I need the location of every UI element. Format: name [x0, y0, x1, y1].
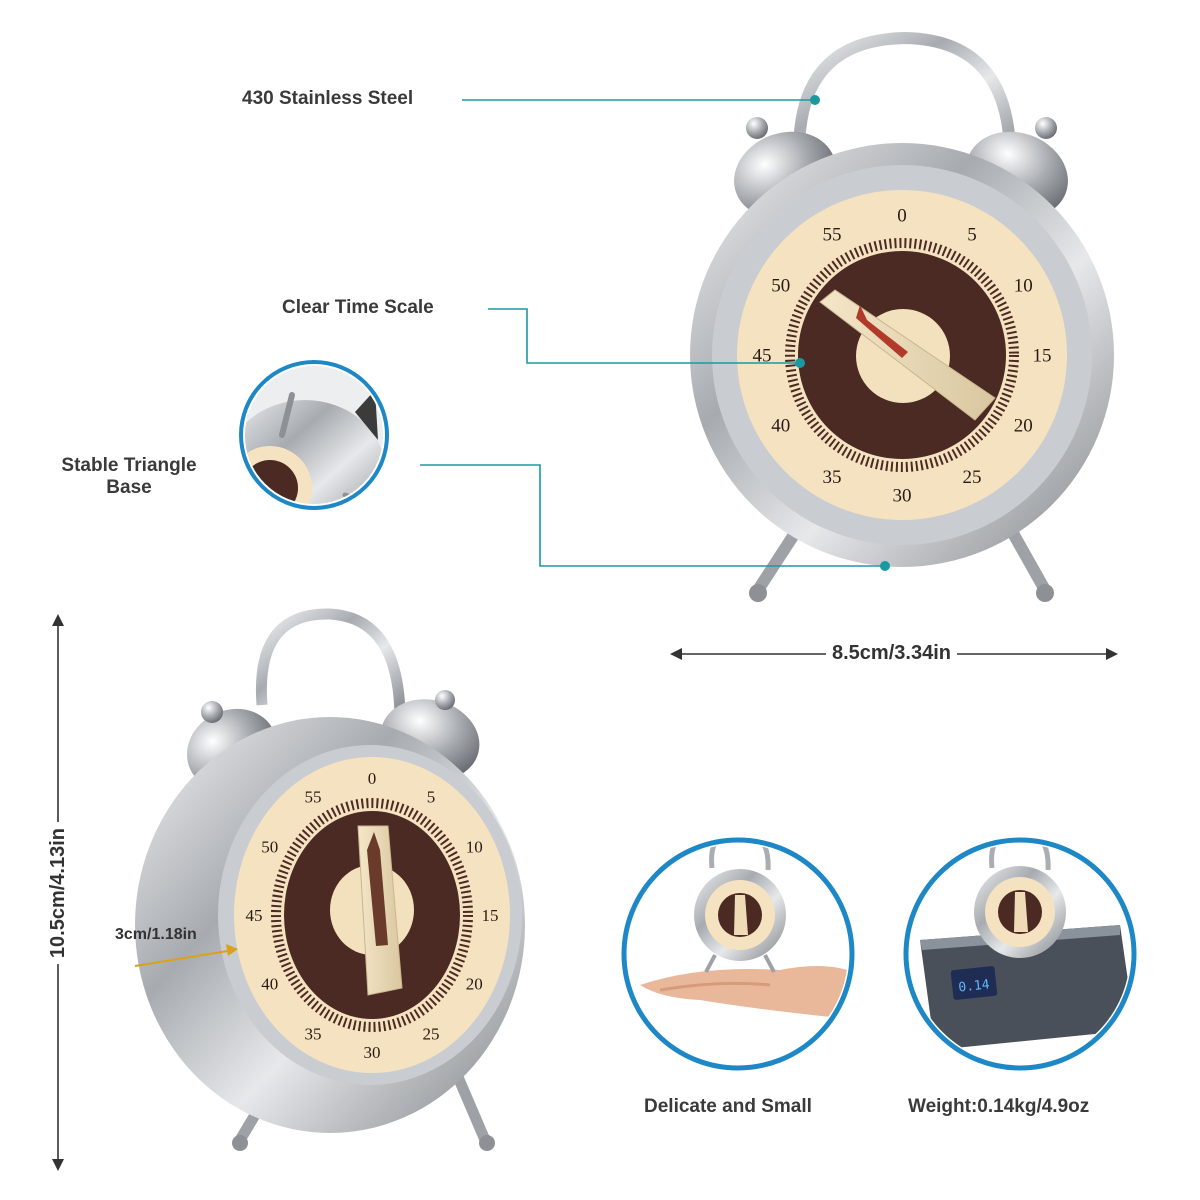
dial-number-large-10: 10: [1014, 276, 1033, 297]
dial-number-small-40: 40: [261, 975, 278, 994]
dial-number-large-55: 55: [823, 224, 842, 245]
bell-left-knob: [746, 117, 768, 139]
clock-side-view: 0 5 10 15 20 25 30 35 40 45 50 55: [135, 608, 525, 1151]
dial-number-small-50: 50: [261, 838, 278, 857]
dial-numbers-small: 0 5 10 15 20 25 30 35 40 45 50 55: [246, 769, 499, 1062]
timer-hand-tip: [856, 305, 908, 358]
dial-number-small-30: 30: [364, 1043, 381, 1062]
dial-number-large-45: 45: [753, 346, 772, 367]
dial-number-large-5: 5: [967, 224, 977, 245]
scale-display: 0.14: [958, 977, 991, 995]
feature-weight-thumbnail: 0.14: [903, 837, 1137, 1071]
dial-number-small-5: 5: [427, 787, 436, 806]
height-label: 10.5cm/4.13in: [47, 822, 70, 965]
dial-number-small-45: 45: [246, 906, 263, 925]
callout-line-scale: [488, 308, 800, 364]
callout-lines: [420, 95, 890, 571]
dial-number-small-15: 15: [482, 906, 499, 925]
dial-number-small-0: 0: [368, 769, 377, 788]
bell-right-knob: [1035, 117, 1057, 139]
dial-number-small-20: 20: [466, 975, 483, 994]
dial-number-large-50: 50: [771, 276, 790, 297]
dial-number-large-25: 25: [963, 467, 982, 488]
clock-large: 0 5 10 15 20 25 30 35 40 45 50 55: [690, 31, 1114, 602]
label-base: Stable Triangle Base: [36, 455, 222, 499]
dial-number-large-0: 0: [897, 206, 907, 227]
dial-number-small-55: 55: [305, 787, 322, 806]
dial-number-large-40: 40: [771, 416, 790, 437]
depth-label: 3cm/1.18in: [115, 926, 197, 943]
label-steel: 430 Stainless Steel: [242, 88, 414, 109]
feature-small-label: Delicate and Small: [644, 1096, 812, 1117]
base-zoom-thumbnail: [239, 360, 389, 510]
callout-line-base: [420, 464, 885, 567]
dial-number-large-30: 30: [893, 486, 912, 507]
dial-number-large-15: 15: [1033, 346, 1052, 367]
dial-number-small-35: 35: [305, 1025, 322, 1044]
label-base-text: Stable Triangle Base: [61, 455, 197, 498]
tick-ring: [785, 238, 1019, 472]
label-scale: Clear Time Scale: [282, 297, 434, 318]
width-label: 8.5cm/3.34in: [826, 642, 957, 665]
dial-number-large-35: 35: [823, 467, 842, 488]
dial-numbers-large: 0 5 10 15 20 25 30 35 40 45 50 55: [753, 206, 1052, 507]
feature-small-thumbnail: [621, 837, 855, 1071]
dial-number-small-10: 10: [466, 838, 483, 857]
clock-handle-2: [255, 608, 406, 721]
feature-weight-label: Weight:0.14kg/4.9oz: [908, 1096, 1090, 1117]
dial-number-small-25: 25: [423, 1025, 440, 1044]
clock-handle: [793, 31, 1017, 171]
depth-dimension: [134, 944, 238, 967]
dial-number-large-20: 20: [1014, 416, 1033, 437]
